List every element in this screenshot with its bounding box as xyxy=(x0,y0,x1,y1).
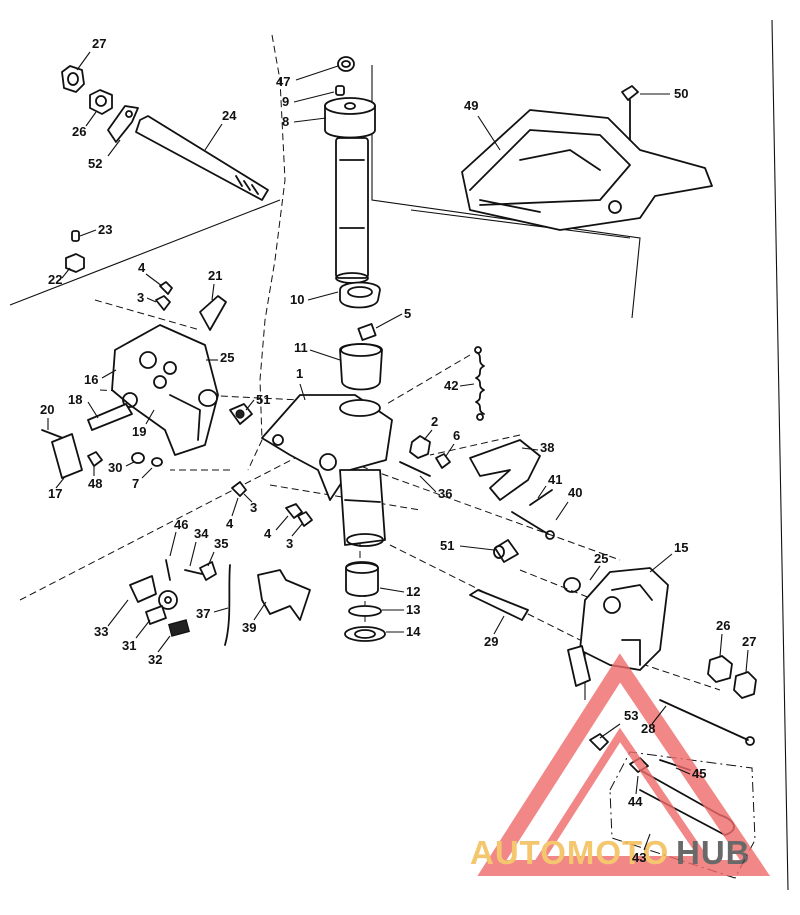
callout-label: 43 xyxy=(632,850,646,865)
watermark-brand-part-b: HUB xyxy=(676,834,751,871)
callout-label: 4 xyxy=(226,516,234,531)
callout-label: 7 xyxy=(132,476,139,491)
callout-label: 33 xyxy=(94,624,108,639)
assembly-guide-lines xyxy=(9,19,789,891)
callout-label: 19 xyxy=(132,424,146,439)
bushings-and-rings xyxy=(344,539,581,642)
watermark-brand-part-a: AUTOMOTO xyxy=(470,834,669,871)
callout-label: 44 xyxy=(628,794,643,809)
callout-label: 2 xyxy=(431,414,438,429)
callout-label: 37 xyxy=(196,606,210,621)
callout-label: 40 xyxy=(568,485,582,500)
callout-label: 29 xyxy=(484,634,498,649)
callout-label: 11 xyxy=(294,340,308,355)
callout-label: 26 xyxy=(716,618,730,633)
callout-label: 25 xyxy=(220,350,234,365)
tiller-bracket-49 xyxy=(461,85,713,231)
watermark-triangle-outer xyxy=(477,653,771,876)
swivel-bracket xyxy=(261,281,393,547)
callout-label: 16 xyxy=(84,372,98,387)
left-clamp-bracket xyxy=(41,230,253,479)
callout-label: 45 xyxy=(692,766,706,781)
callout-label: 38 xyxy=(540,440,554,455)
callout-label: 49 xyxy=(464,98,478,113)
callout-label: 1 xyxy=(296,366,303,381)
callout-label: 12 xyxy=(406,584,420,599)
callout-label: 41 xyxy=(548,472,562,487)
automotohub-watermark: AUTOMOTO HUB xyxy=(470,653,771,876)
callout-label: 28 xyxy=(641,721,655,736)
right-clamp-bracket xyxy=(567,567,757,751)
callout-label: 27 xyxy=(92,36,106,51)
callout-label: 17 xyxy=(48,486,62,501)
callout-label: 53 xyxy=(624,708,638,723)
callout-label: 51 xyxy=(256,392,270,407)
callout-label: 3 xyxy=(250,500,257,515)
callout-label: 9 xyxy=(282,94,289,109)
callout-label: 4 xyxy=(138,260,146,275)
callout-label: 14 xyxy=(406,624,421,639)
callout-label: 46 xyxy=(174,517,188,532)
callout-label: 15 xyxy=(674,540,688,555)
callout-labels: 27 26 52 24 47 9 8 49 50 23 22 4 3 21 10… xyxy=(40,36,756,865)
callout-label: 30 xyxy=(108,460,122,475)
callout-label: 21 xyxy=(208,268,222,283)
spring-and-fasteners xyxy=(399,346,555,540)
tilt-tube-assembly xyxy=(61,65,269,201)
watermark-triangle-inner xyxy=(532,727,713,864)
callout-label: 13 xyxy=(406,602,420,617)
callout-label: 39 xyxy=(242,620,256,635)
callout-label: 50 xyxy=(674,86,688,101)
callout-label: 3 xyxy=(286,536,293,551)
callout-label: 23 xyxy=(98,222,112,237)
callout-label: 26 xyxy=(72,124,86,139)
callout-label: 8 xyxy=(282,114,289,129)
callout-label: 4 xyxy=(264,526,272,541)
callout-label: 24 xyxy=(222,108,237,123)
steering-tube-assembly xyxy=(324,56,376,284)
callout-label: 34 xyxy=(194,526,209,541)
callout-label: 35 xyxy=(214,536,228,551)
callout-label: 3 xyxy=(137,290,144,305)
callout-label: 20 xyxy=(40,402,54,417)
callout-label: 42 xyxy=(444,378,458,393)
callout-label: 5 xyxy=(404,306,411,321)
callout-label: 27 xyxy=(742,634,756,649)
callout-label: 6 xyxy=(453,428,460,443)
callout-label: 31 xyxy=(122,638,136,653)
callout-label: 25 xyxy=(594,551,608,566)
callout-label: 32 xyxy=(148,652,162,667)
callout-label: 10 xyxy=(290,292,304,307)
callout-label: 18 xyxy=(68,392,82,407)
lower-left-components xyxy=(129,481,313,646)
callout-label: 36 xyxy=(438,486,452,501)
callout-label: 48 xyxy=(88,476,102,491)
callout-label: 52 xyxy=(88,156,102,171)
callout-label: 47 xyxy=(276,74,290,89)
callout-label: 51 xyxy=(440,538,454,553)
callout-label: 22 xyxy=(48,272,62,287)
